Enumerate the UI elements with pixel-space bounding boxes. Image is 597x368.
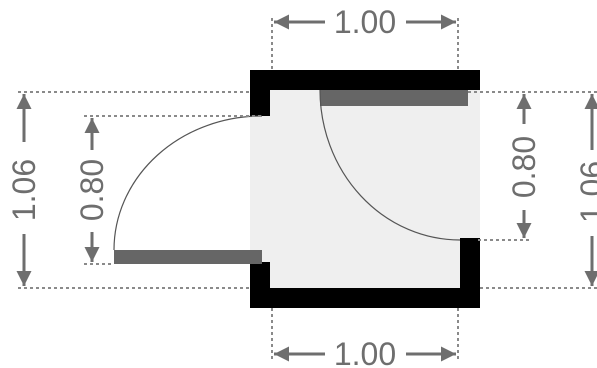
bottom-width-label: 1.00 <box>334 336 396 368</box>
right-door-leaf <box>320 90 468 106</box>
left-height-label: 1.06 <box>6 159 42 221</box>
cabin-walls <box>250 70 480 308</box>
right-height-dimension: 1.06 <box>574 94 597 286</box>
right-door-swing <box>319 89 461 241</box>
left-door-leaf <box>114 250 262 264</box>
left-door-dimension: 0.80 <box>74 118 110 262</box>
right-door-dimension: 0.80 <box>506 94 542 238</box>
left-door-swing <box>113 115 263 251</box>
top-width-dimension: 1.00 <box>274 4 456 40</box>
extension-lines <box>18 18 597 360</box>
left-door-label: 0.80 <box>74 159 110 221</box>
bottom-width-dimension: 1.00 <box>274 336 456 368</box>
right-door-label: 0.80 <box>506 136 542 198</box>
left-height-dimension: 1.06 <box>6 94 42 286</box>
top-width-label: 1.00 <box>334 4 396 40</box>
cabin-floor <box>250 70 480 308</box>
right-height-label: 1.06 <box>574 161 597 223</box>
